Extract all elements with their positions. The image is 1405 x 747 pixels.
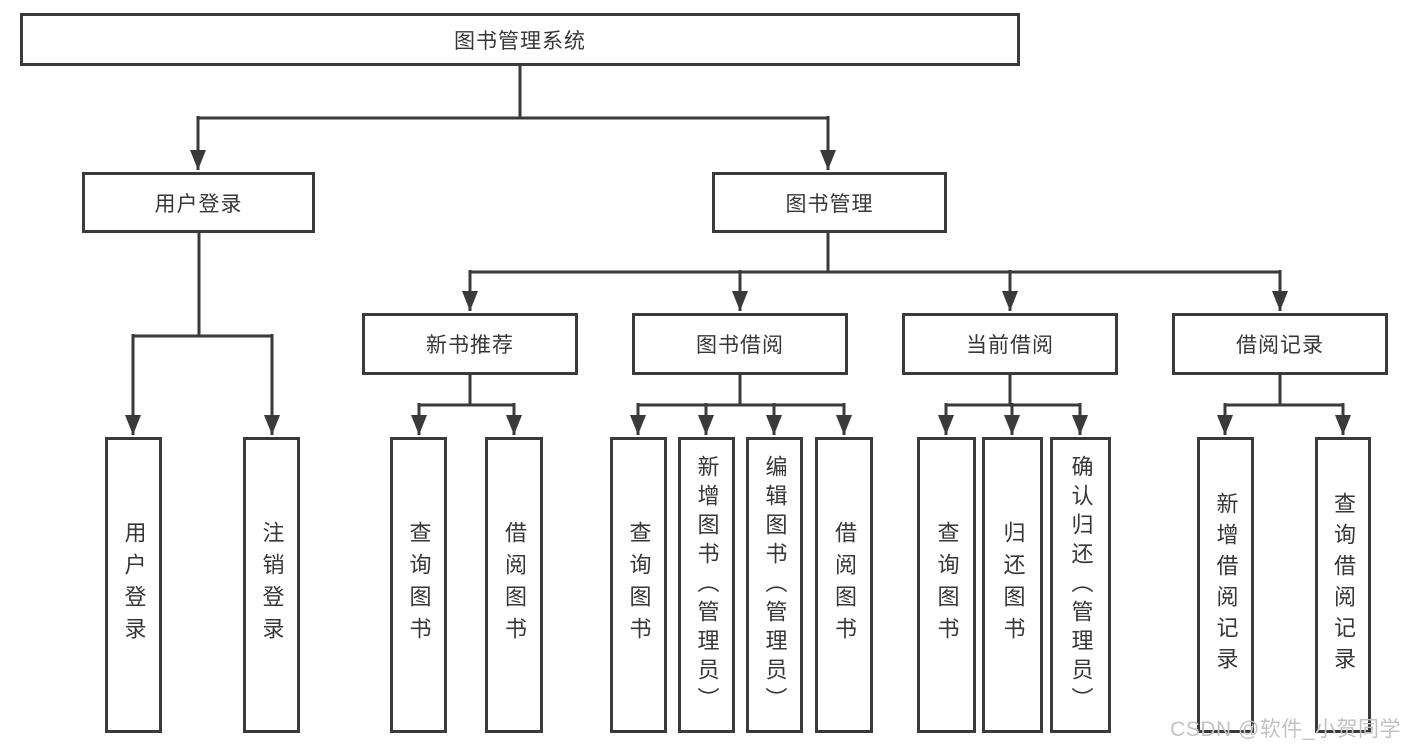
leaf-add-borrow-record: 新增借阅记录 [1197, 437, 1254, 733]
node-user-login: 用户登录 [82, 172, 315, 233]
node-label: 用户登录 [154, 192, 243, 216]
node-label: 当前借阅 [966, 334, 1054, 357]
node-label: 用户登录 [121, 521, 147, 649]
node-label: 借阅图书 [502, 521, 527, 649]
node-label: 确认归还（管理员） [1068, 454, 1094, 716]
leaf-borrow-books-2: 借阅图书 [815, 437, 873, 733]
leaf-return-books: 归还图书 [982, 437, 1043, 733]
node-label: 图书借阅 [696, 334, 784, 357]
leaf-query-books-current: 查询图书 [917, 437, 976, 733]
leaf-add-book-admin: 新增图书（管理员） [678, 437, 735, 733]
node-label: 图书管理系统 [454, 29, 586, 53]
node-root: 图书管理系统 [20, 13, 1020, 66]
csdn-watermark: CSDN @软件_小贺同学 [1170, 718, 1401, 741]
node-label: 查询图书 [626, 521, 652, 649]
leaf-confirm-return-admin: 确认归还（管理员） [1050, 437, 1111, 733]
node-label: 借阅记录 [1236, 334, 1324, 357]
node-label: 归还图书 [1000, 521, 1026, 649]
node-label: 新增图书（管理员） [694, 454, 720, 716]
leaf-logout: 注销登录 [243, 437, 300, 733]
node-new-book-recommend: 新书推荐 [362, 313, 578, 375]
node-book-borrow: 图书借阅 [632, 313, 848, 375]
node-label: 编辑图书（管理员） [762, 454, 788, 716]
leaf-query-borrow-record: 查询借阅记录 [1315, 437, 1371, 733]
node-label: 查询图书 [934, 521, 960, 649]
node-book-management: 图书管理 [712, 172, 947, 233]
node-label: 新增借阅记录 [1213, 492, 1239, 678]
node-label: 借阅图书 [832, 521, 857, 649]
node-current-borrow: 当前借阅 [902, 313, 1118, 375]
node-label: 查询图书 [406, 521, 432, 649]
leaf-user-login: 用户登录 [105, 437, 162, 733]
leaf-query-books-borrow: 查询图书 [610, 437, 667, 733]
node-label: 注销登录 [259, 521, 285, 649]
node-label: 查询借阅记录 [1331, 492, 1356, 678]
leaf-query-books-recommend: 查询图书 [390, 437, 447, 733]
node-borrow-records: 借阅记录 [1172, 313, 1388, 375]
node-label: 新书推荐 [426, 334, 514, 357]
leaf-borrow-books-recommend: 借阅图书 [485, 437, 543, 733]
leaf-edit-book-admin: 编辑图书（管理员） [746, 437, 803, 733]
node-label: 图书管理 [785, 192, 874, 216]
